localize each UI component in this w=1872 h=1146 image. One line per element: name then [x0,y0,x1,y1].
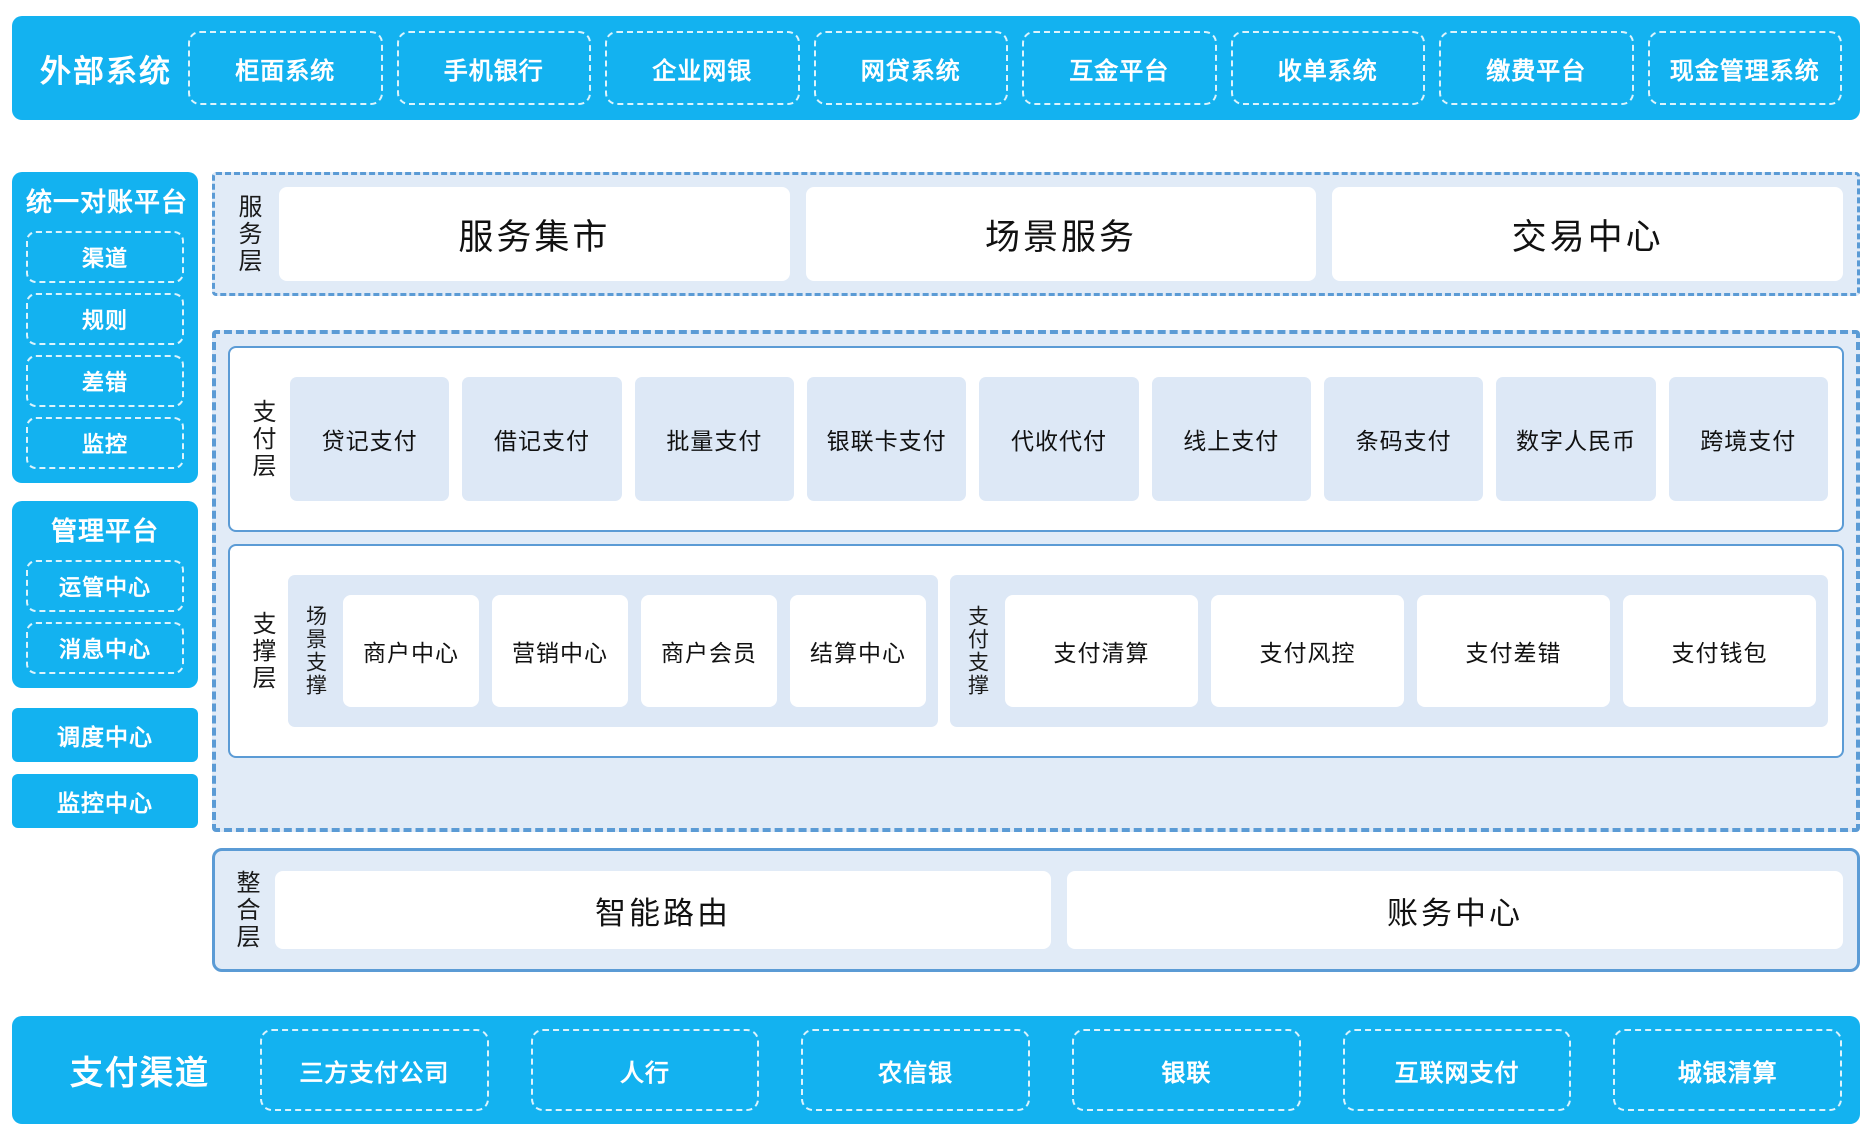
payment-channels-title: 支付渠道 [70,1054,210,1091]
integration-layer-label: 整合层 [232,869,259,951]
integration-card-accounting-center[interactable]: 账务中心 [1067,871,1843,949]
payment-card-debit[interactable]: 借记支付 [462,377,622,501]
external-system-item[interactable]: 现金管理系统 [1647,31,1842,105]
payment-layer-items: 贷记支付 借记支付 批量支付 银联卡支付 代收代付 线上支付 条码支付 数字人民… [290,377,1828,501]
support-group-scenario: 场景支撑 商户中心 营销中心 商户会员 结算中心 [288,575,938,727]
external-system-item[interactable]: 收单系统 [1230,31,1425,105]
support-layer-groups: 场景支撑 商户中心 营销中心 商户会员 结算中心 支付支撑 支付清算 支付风控 … [288,575,1828,727]
payment-card-digital-rmb[interactable]: 数字人民币 [1496,377,1656,501]
external-system-item[interactable]: 互金平台 [1022,31,1217,105]
support-group-payment-label: 支付支撑 [965,605,989,697]
monitoring-center-card[interactable]: 监控中心 [12,774,198,828]
service-card-marketplace[interactable]: 服务集市 [279,187,790,281]
service-layer: 服务层 服务集市 场景服务 交易中心 [212,172,1860,296]
service-card-scenario[interactable]: 场景服务 [805,187,1317,281]
payment-channel-item[interactable]: 银联 [1072,1029,1301,1111]
support-group-payment-items: 支付清算 支付风控 支付差错 支付钱包 [1005,595,1816,707]
integration-card-smart-routing[interactable]: 智能路由 [275,871,1051,949]
payment-card-barcode[interactable]: 条码支付 [1323,377,1484,501]
support-card-payment-riskcontrol[interactable]: 支付风控 [1211,595,1404,707]
payment-card-cross-border[interactable]: 跨境支付 [1668,377,1828,501]
support-card-merchant-center[interactable]: 商户中心 [343,595,479,707]
support-card-payment-clearing[interactable]: 支付清算 [1005,595,1198,707]
payment-channels-items: 三方支付公司 人行 农信银 银联 互联网支付 城银清算 [250,1016,1843,1124]
service-layer-items: 服务集市 场景服务 交易中心 [279,187,1844,281]
payment-card-online[interactable]: 线上支付 [1151,377,1311,501]
scheduling-center-card[interactable]: 调度中心 [12,708,198,762]
reconciliation-item-error[interactable]: 差错 [26,355,184,407]
external-system-item[interactable]: 缴费平台 [1439,31,1634,105]
external-system-item[interactable]: 手机银行 [396,31,591,105]
support-card-payment-error[interactable]: 支付差错 [1417,595,1610,707]
payment-layer-label: 支付层 [248,398,275,480]
external-system-item[interactable]: 柜面系统 [188,31,383,105]
management-platform-card: 管理平台 运管中心 消息中心 [12,501,198,688]
support-card-settlement-center[interactable]: 结算中心 [790,595,926,707]
payment-card-batch[interactable]: 批量支付 [634,377,794,501]
external-systems-items: 柜面系统 手机银行 企业网银 网贷系统 互金平台 收单系统 缴费平台 现金管理系… [182,16,1842,120]
payment-card-credit[interactable]: 贷记支付 [290,377,450,501]
reconciliation-platform-title: 统一对账平台 [26,187,189,217]
support-card-payment-wallet[interactable]: 支付钱包 [1623,595,1816,707]
management-platform-title: 管理平台 [50,516,159,546]
service-layer-label: 服务层 [234,193,261,275]
payment-layer: 支付层 贷记支付 借记支付 批量支付 银联卡支付 代收代付 线上支付 条码支付 … [228,346,1844,532]
integration-layer-items: 智能路由 账务中心 [275,871,1843,949]
reconciliation-item-rule[interactable]: 规则 [26,293,184,345]
service-card-transaction[interactable]: 交易中心 [1332,187,1844,281]
payment-channel-item[interactable]: 人行 [530,1029,760,1111]
reconciliation-platform-card: 统一对账平台 渠道 规则 差错 监控 [12,172,198,483]
management-item-operations-center[interactable]: 运管中心 [26,560,184,612]
payment-channel-item[interactable]: 三方支付公司 [260,1029,489,1111]
support-layer: 支撑层 场景支撑 商户中心 营销中心 商户会员 结算中心 支付支撑 支付清算 [228,544,1844,758]
payment-card-collection-payment[interactable]: 代收代付 [979,377,1139,501]
support-card-marketing-center[interactable]: 营销中心 [492,595,628,707]
management-item-message-center[interactable]: 消息中心 [26,622,184,674]
support-group-payment: 支付支撑 支付清算 支付风控 支付差错 支付钱包 [950,575,1828,727]
payment-channel-item[interactable]: 农信银 [801,1029,1031,1111]
external-systems-bar: 外部系统 柜面系统 手机银行 企业网银 网贷系统 互金平台 收单系统 缴费平台 … [12,16,1860,120]
payment-card-unionpay[interactable]: 银联卡支付 [806,377,967,501]
external-system-item[interactable]: 企业网银 [605,31,800,105]
payment-channel-item[interactable]: 城银清算 [1613,1029,1843,1111]
support-layer-label: 支撑层 [248,610,275,692]
integration-layer: 整合层 智能路由 账务中心 [212,848,1860,972]
support-group-scenario-label: 场景支撑 [303,605,327,697]
external-systems-title: 外部系统 [40,53,172,89]
external-system-item[interactable]: 网贷系统 [813,31,1008,105]
left-rail: 统一对账平台 渠道 规则 差错 监控 管理平台 运管中心 消息中心 调度中心 监… [12,172,198,828]
payment-channel-item[interactable]: 互联网支付 [1342,1029,1572,1111]
support-card-merchant-member[interactable]: 商户会员 [641,595,777,707]
reconciliation-item-monitor[interactable]: 监控 [26,417,184,469]
support-group-scenario-items: 商户中心 营销中心 商户会员 结算中心 [343,595,926,707]
reconciliation-item-channel[interactable]: 渠道 [26,231,184,283]
core-platform-wrapper: 支付层 贷记支付 借记支付 批量支付 银联卡支付 代收代付 线上支付 条码支付 … [212,330,1860,832]
payment-channels-bar: 支付渠道 三方支付公司 人行 农信银 银联 互联网支付 城银清算 [12,1016,1860,1124]
